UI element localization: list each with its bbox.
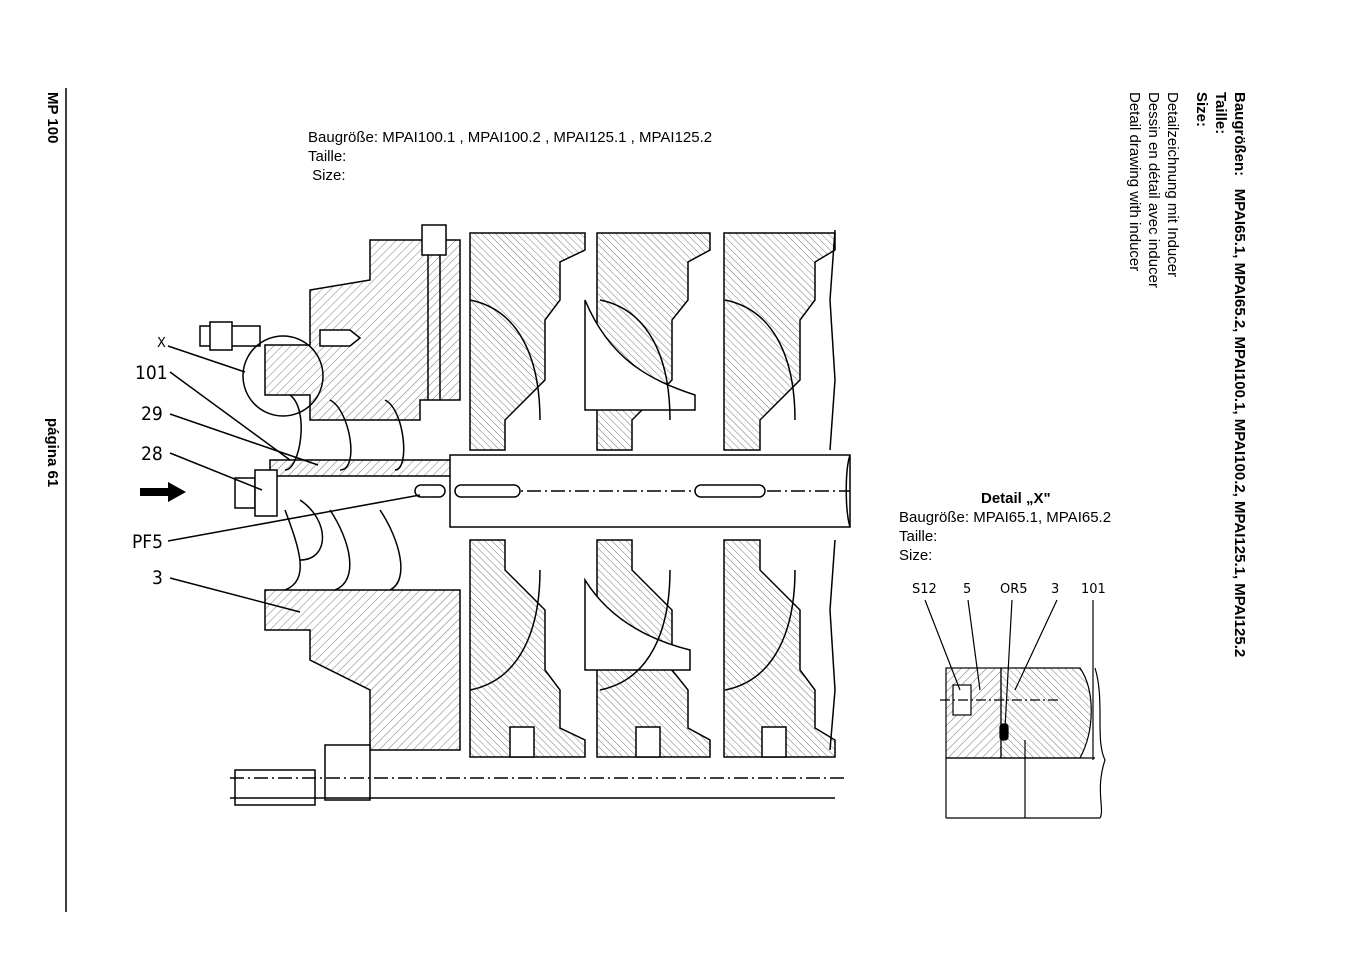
detail-caption: Baugröße: MPAI65.1, MPAI65.2 Taille: Siz… [899, 508, 1111, 565]
detail-label-101: 101 [1081, 582, 1106, 597]
flow-arrow [140, 482, 186, 502]
detail-caption-line3: Size: [899, 547, 933, 564]
detail-x-drawing [924, 599, 1106, 819]
label-x: X [157, 336, 166, 351]
main-section [167, 224, 851, 806]
label-3: 3 [152, 567, 163, 589]
foot-bottom [234, 769, 316, 806]
stage-casing-1-bottom [469, 539, 586, 758]
detail-caption-line2: Taille: [899, 528, 938, 545]
shaft-sleeve [269, 459, 461, 477]
detail-caption-line1: Baugröße: MPAI65.1, MPAI65.2 [899, 509, 1112, 526]
detail-label-5: 5 [963, 582, 972, 597]
suction-casing-bottom [264, 589, 461, 751]
label-29: 29 [141, 403, 163, 425]
main-caption-line1: Baugröße: MPAI100.1 , MPAI100.2 , MPAI12… [308, 129, 713, 146]
detail-label-s12: S12 [912, 582, 937, 597]
detail-label-or5: OR5 [1000, 582, 1028, 597]
stage-casing-1-top [469, 232, 586, 451]
label-28: 28 [141, 443, 163, 465]
label-101: 101 [135, 362, 168, 384]
label-pf5: PF5 [132, 531, 164, 553]
main-caption-line2: Taille: [308, 148, 347, 165]
main-caption-line3: Size: [308, 167, 346, 184]
suction-casing-top [264, 239, 461, 421]
detail-label-3: 3 [1051, 582, 1060, 597]
main-caption: Baugröße: MPAI100.1 , MPAI100.2 , MPAI12… [308, 128, 712, 185]
detail-x-circle [242, 335, 324, 417]
detail-title: Detail „X" [981, 490, 1051, 507]
